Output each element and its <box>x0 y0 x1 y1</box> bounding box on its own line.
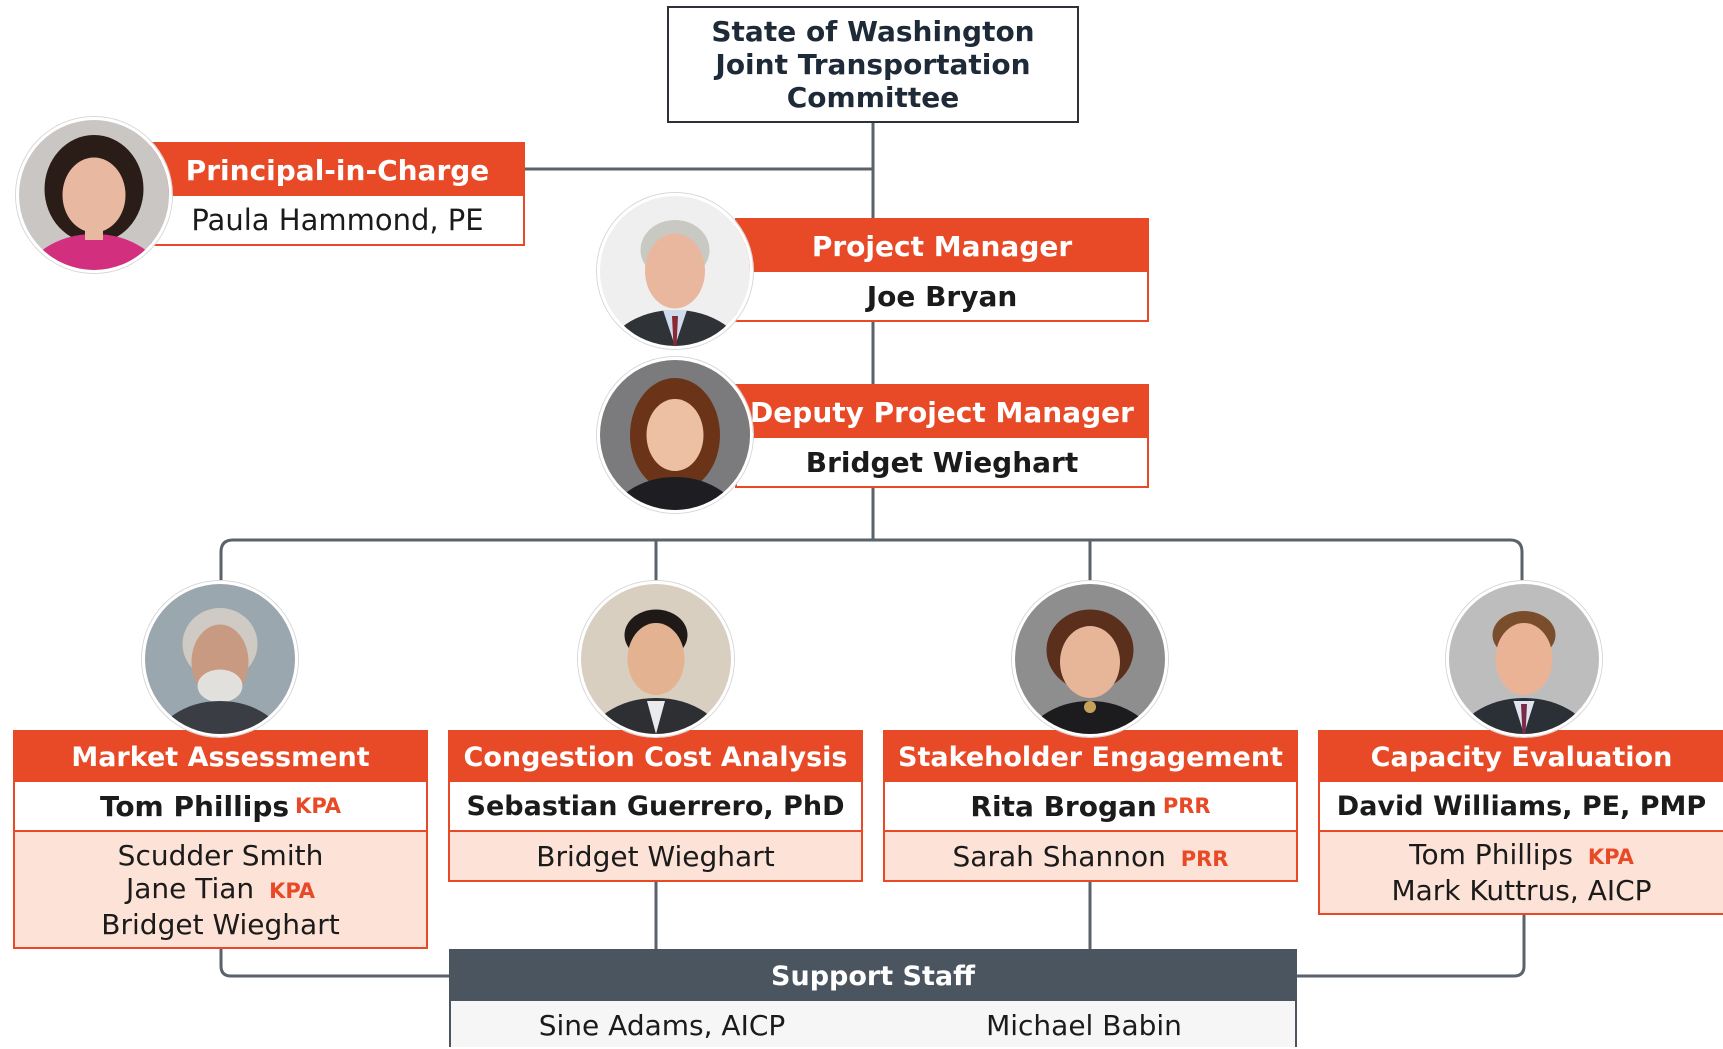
support-member: Michael Babin <box>986 1008 1182 1042</box>
team-title: Capacity Evaluation <box>1320 732 1723 782</box>
client-line-3: Committee <box>786 81 960 114</box>
portrait-image <box>19 120 169 270</box>
team-title: Stakeholder Engagement <box>885 732 1296 782</box>
member-name: Sarah Shannon <box>952 839 1166 873</box>
dpm-title: Deputy Project Manager <box>737 386 1147 438</box>
pm-title: Project Manager <box>737 220 1147 272</box>
portrait-photo-dpm <box>597 357 753 513</box>
support-staff-row: Sine Adams, AICP Michael Babin <box>451 1001 1295 1049</box>
team-title: Market Assessment <box>15 732 426 782</box>
principal-name: Paula Hammond, PE <box>191 203 484 237</box>
member-name: Bridget Wieghart <box>101 907 340 941</box>
firm-tag: KPA <box>269 878 316 903</box>
firm-tag: PRR <box>1162 794 1211 818</box>
team-lead-name: Rita Brogan <box>970 789 1157 823</box>
team-member: Bridget Wieghart <box>536 840 774 873</box>
team-member: Jane Tian KPA <box>126 872 315 908</box>
team-lead-name: Sebastian Guerrero, PhD <box>466 790 845 822</box>
team-lead-name: David Williams, PE, PMP <box>1336 790 1707 822</box>
member-name: Bridget Wieghart <box>536 839 775 873</box>
portrait-photo-capacity-lead <box>1446 581 1602 737</box>
portrait-image <box>145 584 295 734</box>
firm-tag: PRR <box>1180 846 1229 871</box>
pm-name: Joe Bryan <box>866 279 1018 313</box>
portrait-photo-congestion-cost-lead <box>578 581 734 737</box>
member-name: Scudder Smith <box>117 838 324 872</box>
team-card-congestion-cost-analysis: Congestion Cost Analysis Sebastian Guerr… <box>448 730 863 882</box>
team-lead: David Williams, PE, PMP <box>1320 782 1723 830</box>
firm-tag: KPA <box>295 794 342 818</box>
team-member: Sarah Shannon PRR <box>953 840 1229 873</box>
pm-card: Project Manager Joe Bryan <box>735 218 1149 322</box>
support-right-connector <box>1297 914 1526 978</box>
portrait-image <box>1449 584 1599 734</box>
team-card-capacity-evaluation: Capacity Evaluation David Williams, PE, … <box>1318 730 1723 915</box>
team-lead-name: Tom Phillips <box>99 789 290 823</box>
support-left-connector <box>219 948 449 978</box>
portrait-photo-pm <box>597 193 753 349</box>
client-box: State of Washington Joint Transportation… <box>667 6 1079 123</box>
team-member: Tom Phillips KPA <box>1409 838 1634 874</box>
team-card-stakeholder-engagement: Stakeholder Engagement Rita Brogan PRR S… <box>883 730 1298 882</box>
client-line-1: State of Washington <box>711 15 1035 48</box>
team-members: Bridget Wieghart <box>450 830 861 880</box>
portrait-image <box>1015 584 1165 734</box>
team-lead: Sebastian Guerrero, PhD <box>450 782 861 830</box>
team-title: Congestion Cost Analysis <box>450 732 861 782</box>
member-name: Mark Kuttrus, AICP <box>1391 874 1652 907</box>
portrait-image <box>581 584 731 734</box>
team-card-market-assessment: Market Assessment Tom Phillips KPA Scudd… <box>13 730 428 949</box>
support-staff-title: Support Staff <box>451 951 1295 1001</box>
team-members: Tom Phillips KPA Mark Kuttrus, AICP <box>1320 830 1723 913</box>
principal-title: Principal-in-Charge <box>152 144 523 196</box>
portrait-photo-market-assessment-lead <box>142 581 298 737</box>
support-member: Sine Adams, AICP <box>538 1008 786 1042</box>
team-member: Scudder Smith <box>118 839 324 872</box>
team-members: Scudder Smith Jane Tian KPA Bridget Wieg… <box>15 830 426 947</box>
team-member: Bridget Wieghart <box>101 908 339 941</box>
principal-card: Principal-in-Charge Paula Hammond, PE <box>150 142 525 246</box>
firm-tag: KPA <box>1587 845 1634 869</box>
client-line-2: Joint Transportation <box>715 48 1031 81</box>
team-lead: Tom Phillips KPA <box>15 782 426 830</box>
dpm-name: Bridget Wieghart <box>805 445 1079 479</box>
team-lead: Rita Brogan PRR <box>885 782 1296 830</box>
member-name: Jane Tian <box>125 871 255 905</box>
team-members: Sarah Shannon PRR <box>885 830 1296 880</box>
portrait-photo-principal <box>16 117 172 273</box>
dpm-card: Deputy Project Manager Bridget Wieghart <box>735 384 1149 488</box>
support-staff-box: Support Staff Sine Adams, AICP Michael B… <box>449 949 1297 1047</box>
portrait-image <box>600 360 750 510</box>
portrait-image <box>600 196 750 346</box>
team-bus-line <box>219 538 1524 580</box>
portrait-photo-stakeholder-lead <box>1012 581 1168 737</box>
member-name: Tom Phillips <box>1409 838 1573 871</box>
team-member: Mark Kuttrus, AICP <box>1391 874 1651 907</box>
